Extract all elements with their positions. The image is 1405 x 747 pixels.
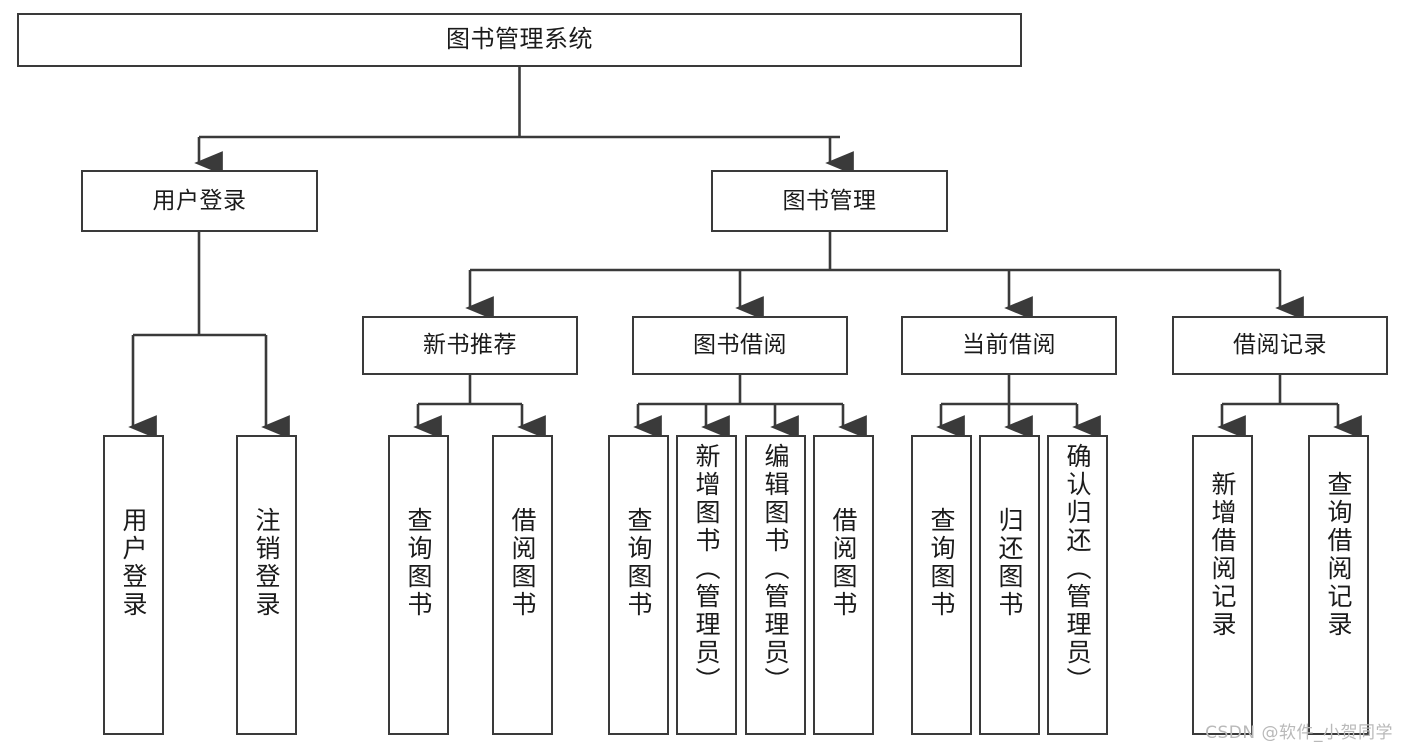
node-label: 编辑图书（管理员） [761,443,790,695]
node-user-login[interactable]: 用户登录 [81,170,318,232]
node-label: 注销登录 [252,507,281,619]
leaf-recommend-query-book[interactable]: 查询图书 [388,435,449,735]
node-label: 当前借阅 [962,332,1056,359]
node-label: 借阅记录 [1233,332,1327,359]
node-label: 新增图书（管理员） [692,443,721,695]
node-label: 查询图书 [927,507,956,619]
leaf-borrow-add-book-admin[interactable]: 新增图书（管理员） [676,435,737,735]
node-book-borrow[interactable]: 图书借阅 [632,316,848,375]
node-root-system[interactable]: 图书管理系统 [17,13,1022,67]
node-label: 图书管理系统 [446,25,593,54]
leaf-current-confirm-return-admin[interactable]: 确认归还（管理员） [1047,435,1108,735]
node-label: 归还图书 [995,507,1024,619]
node-label: 新书推荐 [423,332,517,359]
leaf-borrow-borrow-book[interactable]: 借阅图书 [813,435,874,735]
node-new-book-recommend[interactable]: 新书推荐 [362,316,578,375]
leaf-current-query-book[interactable]: 查询图书 [911,435,972,735]
leaf-record-add-record[interactable]: 新增借阅记录 [1192,435,1253,735]
node-label: 借阅图书 [829,507,858,619]
node-label: 新增借阅记录 [1208,471,1237,639]
node-label: 用户登录 [152,187,247,214]
node-borrow-record[interactable]: 借阅记录 [1172,316,1388,375]
leaf-record-query-record[interactable]: 查询借阅记录 [1308,435,1369,735]
node-book-management[interactable]: 图书管理 [711,170,948,232]
node-label: 确认归还（管理员） [1063,443,1092,695]
leaf-borrow-edit-book-admin[interactable]: 编辑图书（管理员） [745,435,806,735]
leaf-user-login-signout[interactable]: 注销登录 [236,435,297,735]
node-current-borrow[interactable]: 当前借阅 [901,316,1117,375]
node-label: 图书管理 [782,187,877,214]
leaf-current-return-book[interactable]: 归还图书 [979,435,1040,735]
leaf-user-login-signin[interactable]: 用户登录 [103,435,164,735]
node-label: 查询借阅记录 [1324,471,1353,639]
node-label: 图书借阅 [693,332,787,359]
node-label: 用户登录 [119,507,148,619]
leaf-borrow-query-book[interactable]: 查询图书 [608,435,669,735]
leaf-recommend-borrow-book[interactable]: 借阅图书 [492,435,553,735]
node-label: 查询图书 [404,507,433,619]
node-label: 借阅图书 [508,507,537,619]
node-label: 查询图书 [624,507,653,619]
